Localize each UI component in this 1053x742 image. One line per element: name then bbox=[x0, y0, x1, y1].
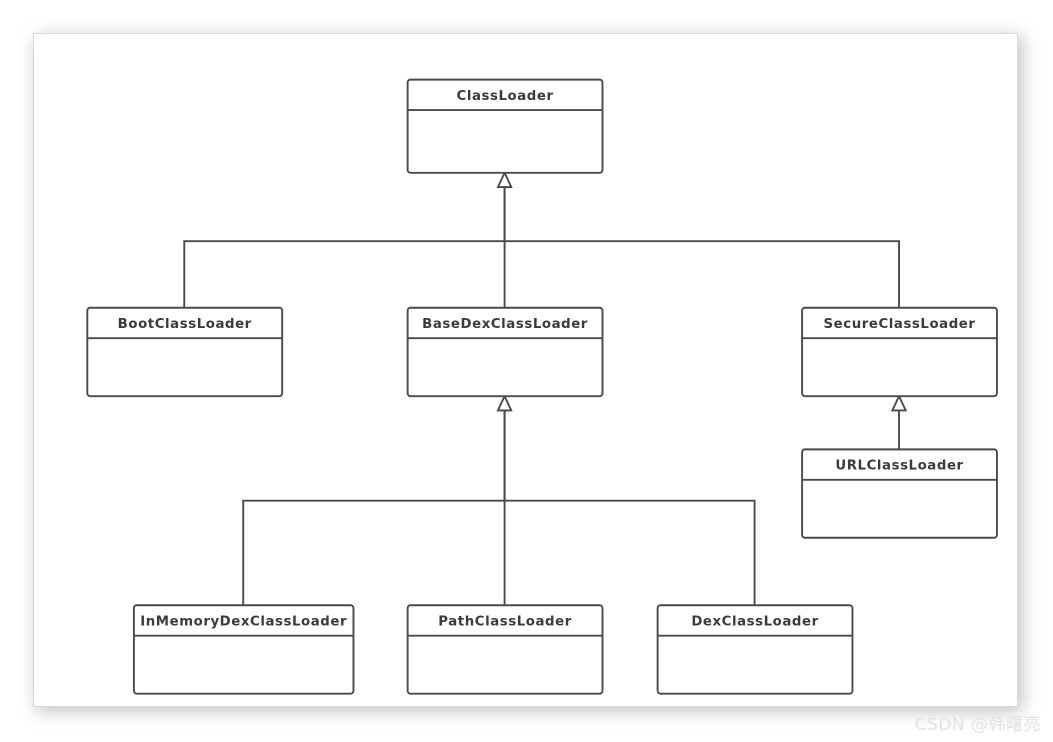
uml-class-node-basedexclassloader[interactable]: BaseDexClassLoader bbox=[406, 306, 604, 398]
uml-class-node-dexclassloader[interactable]: DexClassLoader bbox=[656, 604, 854, 695]
edge-dex-to-basedex bbox=[503, 408, 756, 607]
uml-class-node-classloader[interactable]: ClassLoader bbox=[406, 78, 604, 174]
class-node-frame bbox=[801, 448, 998, 539]
uml-class-node-secureclassloader[interactable]: SecureClassLoader bbox=[801, 306, 998, 398]
class-node-label: BaseDexClassLoader bbox=[422, 317, 588, 332]
edge-layer bbox=[183, 185, 900, 607]
class-node-label: InMemoryDexClassLoader bbox=[140, 614, 347, 629]
class-node-frame bbox=[406, 78, 604, 174]
class-node-frame bbox=[406, 306, 604, 398]
edge-boot-to-classloader bbox=[183, 185, 506, 309]
class-node-label: DexClassLoader bbox=[691, 614, 818, 629]
class-node-frame bbox=[86, 306, 284, 398]
class-node-label: URLClassLoader bbox=[835, 459, 963, 474]
csdn-watermark: CSDN @韩曙亮 bbox=[914, 715, 1041, 735]
class-node-label: BootClassLoader bbox=[118, 317, 252, 332]
class-node-frame bbox=[801, 306, 998, 398]
uml-class-node-inmemorydex[interactable]: InMemoryDexClassLoader bbox=[132, 604, 355, 695]
uml-class-node-bootclassloader[interactable]: BootClassLoader bbox=[86, 306, 284, 398]
arrow-into-classloader bbox=[496, 170, 513, 188]
class-node-label: PathClassLoader bbox=[438, 614, 572, 629]
arrow-into-basedexclassloader bbox=[496, 393, 513, 412]
edge-inmemory-to-basedex bbox=[242, 408, 506, 607]
edge-secure-to-classloader bbox=[503, 185, 900, 309]
arrow-into-secureclassloader bbox=[890, 393, 908, 412]
arrowhead-layer bbox=[496, 170, 908, 412]
class-node-frame bbox=[132, 604, 355, 695]
class-node-label: SecureClassLoader bbox=[824, 317, 976, 332]
class-node-frame bbox=[656, 604, 854, 695]
class-node-frame bbox=[406, 604, 604, 695]
class-node-label: ClassLoader bbox=[457, 89, 554, 104]
uml-class-node-pathclassloader[interactable]: PathClassLoader bbox=[406, 604, 604, 695]
uml-class-node-urlclassloader[interactable]: URLClassLoader bbox=[801, 448, 998, 539]
